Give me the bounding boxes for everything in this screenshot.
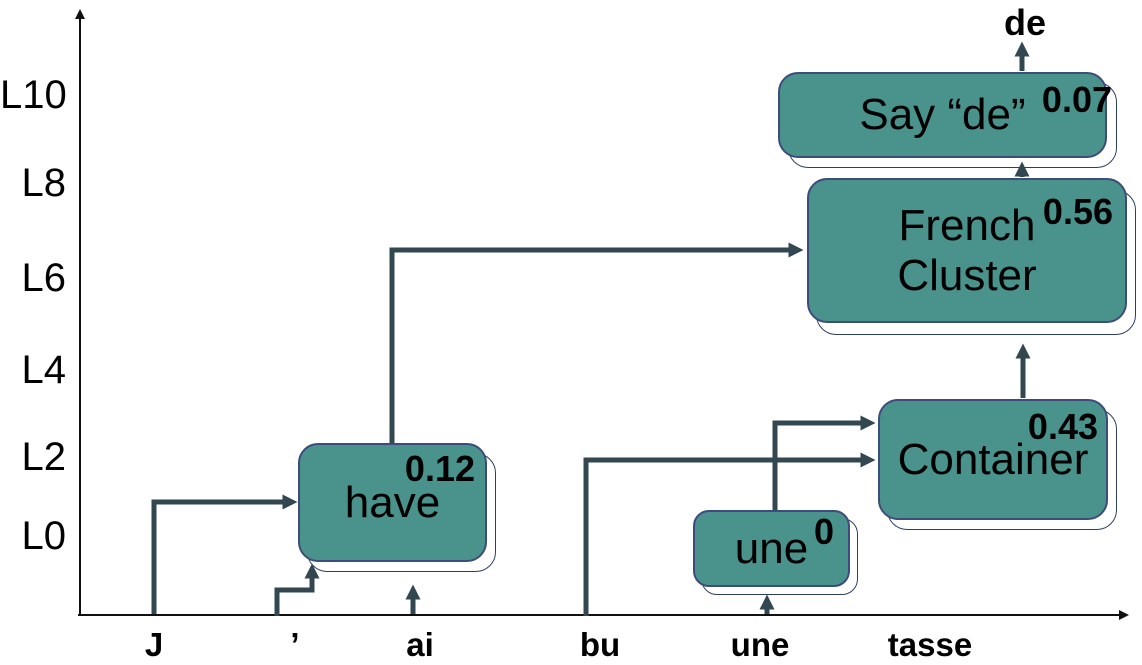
node-have-label: have: [344, 477, 441, 527]
node-une: 0 une: [693, 510, 850, 587]
arrow-apos-to-have: [274, 563, 320, 616]
node-french-cluster-line2: Cluster: [897, 250, 1037, 300]
node-une-label: une: [734, 523, 809, 573]
x-axis-label-une: une: [730, 626, 790, 663]
x-axis-label-tasse: tasse: [887, 626, 973, 663]
node-une-score: 0: [813, 511, 834, 552]
node-have-score: 0.12: [404, 448, 475, 489]
y-axis-label-l10: L10: [0, 73, 67, 117]
y-axis-label-l6: L6: [21, 256, 67, 300]
node-say-de-label: Say “de”: [859, 90, 1026, 140]
node-say-de-score: 0.07: [1041, 79, 1112, 120]
node-container: 0.43 Container: [878, 399, 1108, 520]
arrow-j-to-have: [151, 494, 298, 614]
node-french-cluster: 0.56 French Cluster: [807, 178, 1127, 323]
x-axis-label-j: J: [144, 626, 164, 663]
node-container-score: 0.43: [1027, 406, 1098, 447]
y-axis-label-l2: L2: [21, 435, 67, 479]
x-axis-label-ai: ai: [406, 626, 434, 663]
x-axis-label-apos: ’: [290, 626, 300, 663]
node-have: 0.12 have: [298, 443, 487, 562]
y-axis-label-l8: L8: [21, 161, 67, 205]
node-say-de: 0.07 Say “de”: [778, 72, 1112, 158]
arrow-have-to-french-cluster: [389, 242, 804, 444]
node-french-cluster-score: 0.56: [1042, 191, 1113, 232]
node-french-cluster-label: French Cluster: [897, 201, 1036, 300]
y-axis-label-l0: L0: [21, 514, 67, 558]
arrow-bu-to-container: [583, 452, 876, 616]
node-container-label: Container: [897, 434, 1089, 484]
output-token-label: de: [1003, 2, 1047, 43]
node-french-cluster-line1: French: [898, 201, 1036, 251]
arrow-une-to-container: [772, 415, 876, 511]
x-axis-label-bu: bu: [579, 626, 621, 663]
y-axis-label-l4: L4: [21, 348, 67, 392]
